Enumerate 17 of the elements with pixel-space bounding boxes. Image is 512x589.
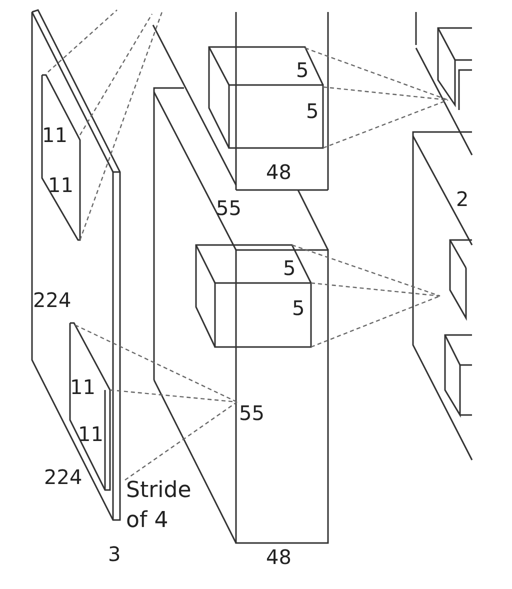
dimension-label: 11 — [42, 124, 68, 146]
dimension-label: 48 — [266, 546, 292, 568]
dimension-label: 224 — [44, 466, 82, 488]
dimension-label: 55 — [216, 197, 242, 219]
dimension-label: 5 — [283, 257, 296, 279]
dimension-label: 55 — [239, 402, 264, 424]
dimension-label: 48 — [266, 161, 292, 183]
dimension-label: 224 — [33, 289, 72, 311]
dimension-label: 11 — [70, 376, 96, 398]
dimension-label: 5 — [296, 59, 309, 81]
dimension-label: 5 — [292, 297, 305, 319]
dimension-label: 5 — [306, 100, 319, 122]
dimension-label: 11 — [48, 174, 74, 196]
dimension-label: 2 — [456, 188, 469, 210]
dimension-label: 3 — [108, 543, 121, 565]
stride-note: Stride of 4 — [126, 477, 192, 535]
dimension-label: 11 — [78, 423, 104, 445]
